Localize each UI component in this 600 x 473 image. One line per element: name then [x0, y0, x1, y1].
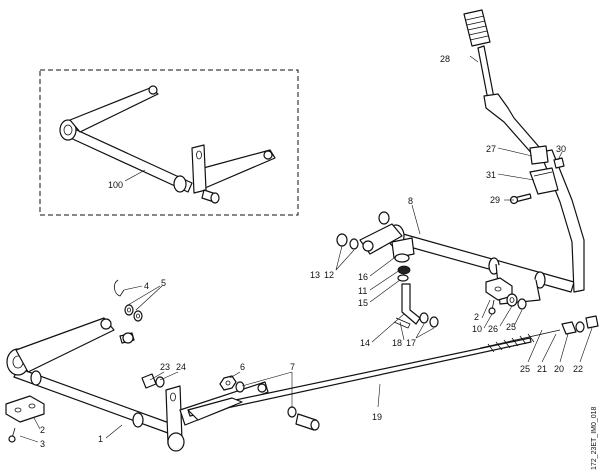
callout-5: 5: [161, 278, 166, 288]
callout-28: 28: [440, 54, 450, 64]
link-7: [235, 381, 320, 431]
callout-14: 14: [360, 338, 370, 348]
callout-25-lower: 25: [520, 364, 530, 374]
callout-21: 21: [537, 364, 547, 374]
callout-16: 16: [358, 272, 368, 282]
washers-12-13: [336, 233, 359, 250]
callout-1: 1: [98, 434, 103, 444]
inset-left-collar: [59, 119, 77, 141]
callout-11: 11: [358, 286, 367, 296]
callout-6: 6: [240, 362, 245, 372]
callout-24: 24: [176, 362, 186, 372]
pedal-grip-28: [463, 9, 491, 47]
inset-bracket: [191, 144, 207, 194]
reference-code: 172_23ET_IM0_018: [591, 406, 598, 470]
callout-7: 7: [290, 362, 295, 372]
callout-25-upper: 25: [506, 322, 516, 332]
callout-3: 3: [40, 439, 45, 449]
washers-17: [419, 312, 439, 328]
clip-4: [114, 279, 125, 297]
callout-26: 26: [488, 324, 498, 334]
callout-10: 10: [472, 324, 482, 334]
callout-20: 20: [554, 364, 564, 374]
callout-30: 30: [556, 144, 566, 154]
clip-23-24: [141, 373, 165, 389]
inset-shaft: [63, 125, 193, 193]
callout-12: 12: [324, 270, 334, 280]
lower-left-arm: [15, 317, 115, 373]
pedal-arm-27: [477, 45, 585, 293]
washers-25-26: [506, 293, 527, 310]
cross-shaft-8: [359, 211, 575, 305]
bracket-2-left: [5, 395, 45, 423]
inset-box: [39, 69, 299, 216]
callout-13: 13: [310, 270, 320, 280]
callout-17: 17: [406, 338, 416, 348]
bolt-14: [401, 283, 421, 325]
bushing-11-15-16: [394, 253, 411, 282]
callout-23: 23: [160, 362, 170, 372]
callout-8: 8: [408, 196, 413, 206]
callout-4: 4: [144, 281, 149, 291]
callout-22: 22: [573, 364, 583, 374]
pin-18: [393, 317, 411, 329]
callout-29: 29: [490, 195, 500, 205]
rod-19: [187, 315, 599, 421]
callouts: 1 2 3 4 5 23 24 6 7 8 19 13 12 16 11 15 …: [40, 54, 583, 449]
callout-31: 31: [486, 170, 496, 180]
screw-3: [8, 427, 16, 443]
callout-15: 15: [358, 298, 368, 308]
leader-lines: [19, 55, 593, 443]
callout-2-left: 2: [40, 425, 45, 435]
inset-part-100: 100: [39, 69, 299, 216]
inset-right-arm: [195, 149, 276, 189]
inset-left-arm: [69, 87, 159, 133]
nut-30: [553, 157, 565, 169]
callout-19: 19: [372, 412, 382, 422]
callout-18: 18: [392, 338, 402, 348]
callout-2-right: 2: [474, 312, 479, 322]
nut-6: [219, 375, 237, 391]
callout-100: 100: [108, 180, 123, 190]
callout-27: 27: [486, 144, 496, 154]
bolt-29: [509, 193, 532, 205]
washers-5: [124, 304, 143, 322]
